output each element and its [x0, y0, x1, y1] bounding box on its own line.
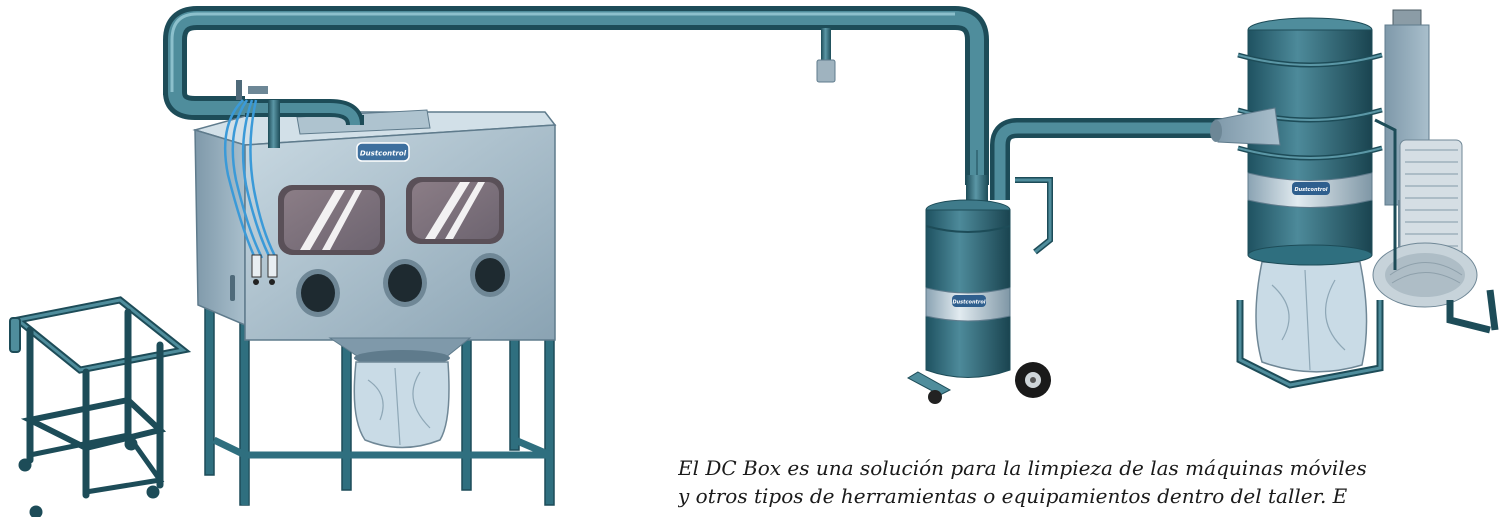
caption-text: El DC Box es una solución para la limpie… — [678, 454, 1501, 517]
viewing-window-left — [278, 185, 385, 255]
overhead-duct — [163, 6, 989, 185]
caption-line-1: El DC Box es una solución para la limpie… — [678, 456, 1367, 480]
viewing-window-right — [406, 177, 504, 244]
brand-logo: Dustcontrol — [360, 150, 407, 158]
blower-motor — [1372, 139, 1478, 308]
brand-logo: Dustcontrol — [1294, 187, 1327, 193]
caption-line-2: y otros tipos de herramientas o equipami… — [678, 484, 1348, 508]
glove-ports — [296, 253, 510, 317]
dc-box-cabinet: Dustcontrol — [192, 80, 557, 506]
tool-cart — [9, 296, 192, 517]
pre-separator: Dustcontrol — [906, 118, 1250, 404]
brand-logo: Dustcontrol — [952, 300, 985, 306]
dust-extractor-unit: Dustcontrol — [1210, 9, 1499, 389]
